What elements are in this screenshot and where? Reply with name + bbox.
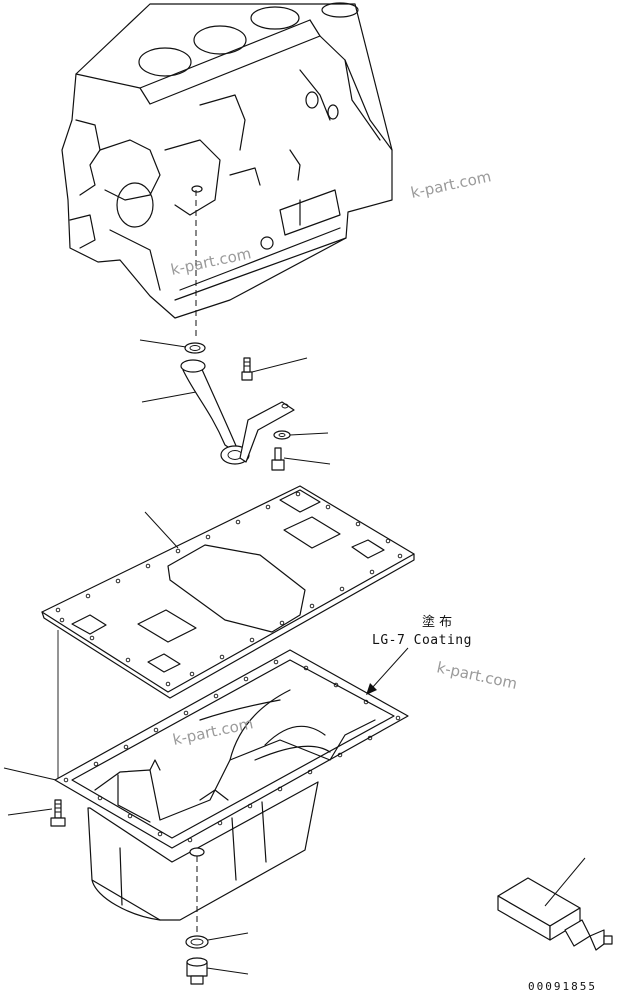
o-ring-upper bbox=[184, 342, 206, 354]
leader-washer bbox=[289, 432, 329, 436]
leader-bolt-pipe-upper bbox=[251, 357, 308, 373]
leader-baffle-plate bbox=[144, 511, 179, 549]
engine-block bbox=[61, 2, 393, 319]
coating-arrow bbox=[366, 647, 409, 695]
watermark: k-part.com bbox=[435, 658, 519, 693]
coating-label-japanese: 塗 布 bbox=[422, 614, 452, 630]
drain-plug bbox=[186, 957, 208, 985]
leader-suction-pipe bbox=[141, 391, 197, 403]
watermark: k-part.com bbox=[409, 167, 493, 202]
leader-accessory bbox=[544, 857, 586, 907]
bolt-pan-flange bbox=[50, 799, 66, 827]
baffle-plate bbox=[41, 485, 415, 699]
suction-pipe bbox=[180, 359, 295, 465]
leader-bolt-pan-flange bbox=[7, 808, 53, 816]
coating-label: LG-7 Coating bbox=[372, 633, 472, 648]
document-number: 00091855 bbox=[528, 980, 597, 993]
drain-gasket bbox=[185, 935, 209, 949]
oil-level-gauge-part bbox=[497, 877, 613, 951]
leader-drain-plug bbox=[206, 967, 249, 975]
oil-pan bbox=[54, 649, 409, 921]
leader-o-ring-upper bbox=[139, 339, 187, 348]
bolt-bracket bbox=[271, 447, 285, 471]
bolt-pipe-upper bbox=[241, 357, 253, 381]
leader-bolt-bracket bbox=[283, 457, 331, 465]
leader-oil-pan bbox=[3, 767, 57, 781]
washer bbox=[273, 430, 291, 440]
leader-drain-gasket bbox=[207, 932, 249, 941]
